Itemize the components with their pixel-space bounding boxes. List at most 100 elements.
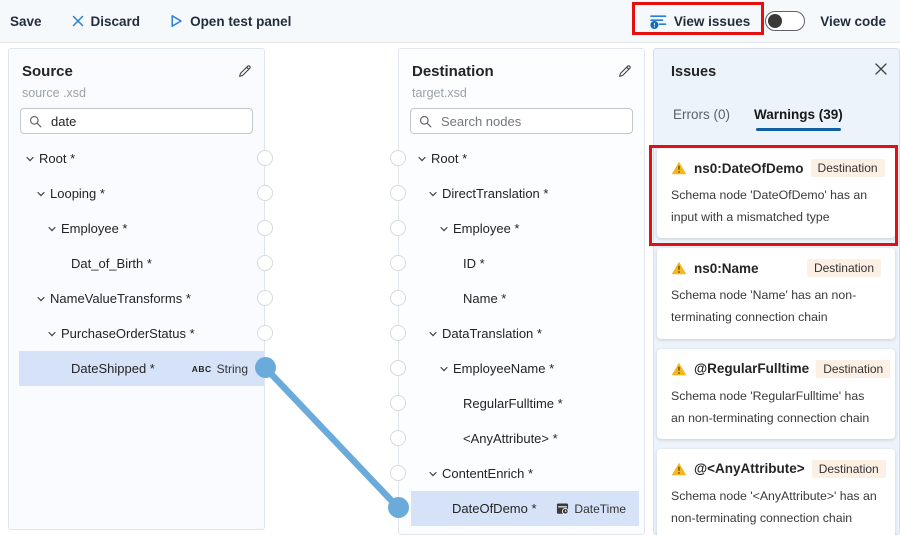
chevron-down-icon[interactable] (36, 294, 50, 304)
source-connection-dot[interactable] (257, 149, 273, 166)
source-tree: Root * Looping * Employee * Dat_of_Birth * N… (9, 141, 264, 386)
destination-connection-dot[interactable] (390, 184, 406, 201)
tab-errors-0[interactable]: Errors (0) (673, 107, 730, 122)
tree-node-directtranslation[interactable]: DirectTranslation * (411, 176, 639, 211)
tree-node-root[interactable]: Root * (411, 141, 639, 176)
source-connection-endpoint[interactable] (254, 357, 276, 378)
tree-node-regularfulltime[interactable]: RegularFulltime * (411, 386, 639, 421)
chevron-down-icon[interactable] (428, 469, 442, 479)
destination-connection-dot[interactable] (390, 324, 406, 341)
pencil-icon[interactable] (617, 64, 632, 84)
destination-tree: Root * DirectTranslation * Employee * ID * N… (399, 141, 644, 526)
tab-warnings-39[interactable]: Warnings (39) (754, 107, 843, 131)
chevron-down-icon[interactable] (47, 224, 61, 234)
open-test-panel-button[interactable]: Open test panel (170, 14, 291, 29)
tree-node-datatranslation[interactable]: DataTranslation * (411, 316, 639, 351)
close-icon[interactable] (874, 62, 888, 81)
source-connection-dot[interactable] (257, 289, 273, 306)
tree-node-dateofdemo[interactable]: DateOfDemo * DateTime (411, 491, 639, 526)
datetime-icon (556, 502, 570, 515)
destination-connection-dot[interactable] (390, 359, 406, 376)
data-type-badge-label: DateTime (574, 501, 626, 516)
destination-connection-dot[interactable] (390, 464, 406, 481)
toolbar: Save Discard Open test panel (0, 0, 900, 43)
chevron-down-icon[interactable] (439, 364, 453, 374)
tree-node-looping[interactable]: Looping * (19, 176, 264, 211)
toggle-knob (768, 14, 783, 28)
destination-connection-dot[interactable] (390, 394, 406, 411)
destination-connection-dot[interactable] (390, 289, 406, 306)
source-search-box (20, 108, 253, 134)
view-issues-label: View issues (673, 13, 751, 29)
warning-card-title: ns0:Name (694, 260, 759, 276)
source-connection-dot[interactable] (257, 254, 273, 271)
warning-triangle-icon (671, 161, 687, 175)
tree-node-dat-of-birth[interactable]: Dat_of_Birth * (19, 246, 264, 281)
list-info-icon (650, 13, 667, 30)
destination-connection-dot[interactable] (390, 429, 406, 446)
tree-node-namevaluetransforms[interactable]: NameValueTransforms * (19, 281, 264, 316)
tree-node-label: DirectTranslation * (442, 186, 549, 201)
pencil-icon[interactable] (237, 64, 252, 84)
destination-badge: Destination (806, 259, 881, 278)
tree-node-label: DateShipped * (71, 361, 155, 376)
chevron-down-icon[interactable] (439, 224, 453, 234)
tree-node-label: EmployeeName * (453, 361, 555, 376)
destination-file-name: target.xsd (412, 86, 467, 100)
tree-node-anyattribute[interactable]: <AnyAttribute> * (411, 421, 639, 456)
tree-node-name[interactable]: Name * (411, 281, 639, 316)
destination-connection-dot[interactable] (390, 149, 406, 166)
issues-panel: Issues Errors (0) Warnings (39) ns0:DateO… (653, 48, 900, 535)
source-connection-dot[interactable] (257, 324, 273, 341)
tree-node-label: Name * (463, 291, 507, 306)
tree-node-employee[interactable]: Employee * (19, 211, 264, 246)
discard-button-label: Discard (90, 13, 141, 29)
destination-search-box (410, 108, 633, 134)
search-icon (419, 115, 432, 128)
chevron-down-icon[interactable] (36, 189, 50, 199)
warning-card-title: @RegularFulltime (694, 361, 810, 376)
chevron-down-icon[interactable] (417, 154, 431, 164)
issues-panel-title: Issues (671, 64, 717, 80)
destination-connection-dot[interactable] (390, 254, 406, 271)
play-icon (170, 14, 183, 28)
data-type-badge-label: String (216, 361, 248, 376)
source-panel: Source source .xsd Root *Looping *Employ… (8, 48, 265, 530)
tree-node-label: Looping * (50, 186, 105, 201)
tree-node-label: ID * (463, 256, 485, 271)
tree-node-label: Employee * (453, 221, 520, 236)
save-button[interactable]: Save (10, 14, 42, 29)
chevron-down-icon[interactable] (47, 329, 61, 339)
destination-connection-endpoint[interactable] (387, 497, 409, 518)
view-code-toggle[interactable] (765, 11, 806, 31)
view-issues-button[interactable]: View issues (650, 13, 750, 30)
destination-panel: Destination target.xsd Root *DirectTrans… (398, 48, 645, 535)
chevron-down-icon[interactable] (428, 329, 442, 339)
tree-node-label: Root * (431, 151, 468, 166)
warning-card-message: Schema node 'DateOfDemo' has an input wi… (671, 188, 868, 225)
chevron-down-icon[interactable] (25, 154, 39, 164)
source-connection-dot[interactable] (257, 184, 273, 201)
tree-node-label: Dat_of_Birth * (71, 256, 152, 271)
destination-search-input[interactable] (439, 112, 624, 130)
tree-node-label: DataTranslation * (442, 326, 542, 341)
tree-node-contentenrich[interactable]: ContentEnrich * (411, 456, 639, 491)
tree-node-employee[interactable]: Employee * (411, 211, 639, 246)
tree-node-employeename[interactable]: EmployeeName * (411, 351, 639, 386)
tree-node-root[interactable]: Root * (19, 141, 264, 176)
tree-node-label: DateOfDemo * (452, 501, 537, 516)
destination-connection-dot[interactable] (390, 219, 406, 236)
x-icon (72, 15, 84, 27)
tree-node-id[interactable]: ID * (411, 246, 639, 281)
chevron-down-icon[interactable] (428, 189, 442, 199)
source-connection-dot[interactable] (257, 219, 273, 236)
source-search-input[interactable] (49, 112, 244, 130)
discard-button[interactable]: Discard (72, 13, 141, 29)
tree-node-purchaseorderstatus[interactable]: PurchaseOrderStatus * (19, 316, 264, 351)
